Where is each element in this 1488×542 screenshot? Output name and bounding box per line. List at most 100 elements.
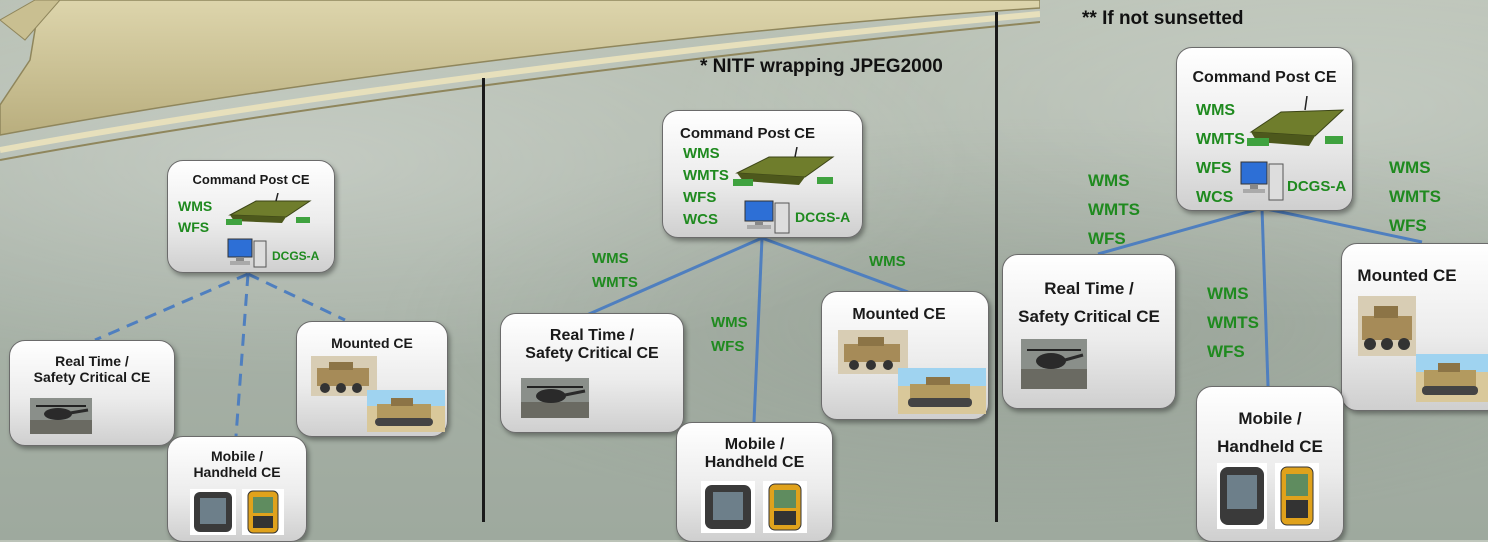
- mobile-line2: Handheld CE: [1217, 437, 1323, 456]
- real-time-line2: Safety Critical CE: [1018, 307, 1160, 326]
- dcgs-label: DCGS-A: [795, 209, 851, 225]
- service-label: WMS: [683, 145, 720, 162]
- link-p2-mobile: [752, 237, 764, 423]
- service-label: WMS: [711, 314, 748, 331]
- service-label: WMS: [1389, 158, 1431, 177]
- panel-divider-2: [995, 12, 998, 522]
- service-label: WFS: [1088, 229, 1126, 248]
- mounted-box[interactable]: Mounted CE: [296, 321, 448, 437]
- header-banner: [0, 0, 1040, 161]
- mobile-title: Mobile / Handheld CE: [1197, 405, 1343, 461]
- service-label: WMS: [592, 250, 629, 267]
- mobile-box[interactable]: Mobile / Handheld CE: [676, 422, 833, 542]
- service-list: WMS WMTS WFS WCS: [1196, 96, 1245, 212]
- tracked-vehicle-photo: [898, 368, 986, 414]
- link-label-mobile: WMS WFS: [711, 311, 748, 359]
- mobile-line1: Mobile /: [724, 436, 785, 453]
- real-time-line1: Real Time /: [1044, 279, 1134, 298]
- mounted-box[interactable]: Mounted CE: [821, 291, 989, 420]
- command-post-box[interactable]: Command Post CE WMS WFS DCGS-A: [167, 160, 335, 273]
- mounted-title: Mounted CE: [852, 306, 946, 323]
- service-label: WFS: [178, 219, 210, 235]
- service-label: WMS: [869, 253, 906, 270]
- link-label-real-time: WMS WMTS: [592, 247, 638, 295]
- mounted-title: Mounted CE: [1357, 266, 1457, 285]
- helicopter-photo: [521, 378, 589, 418]
- mounted-box[interactable]: Mounted CE: [1341, 243, 1488, 411]
- link-label-real-time: WMS WMTS WFS: [1088, 166, 1140, 253]
- service-label: WMTS: [683, 167, 729, 184]
- tracked-vehicle-photo: [1416, 354, 1488, 402]
- computer-icon: [227, 238, 267, 268]
- handheld-device-photo: [242, 489, 284, 535]
- service-label: WMS: [178, 198, 213, 214]
- real-time-title: Real Time / Safety Critical CE: [501, 327, 683, 364]
- real-time-box[interactable]: Real Time / Safety Critical CE: [1002, 254, 1176, 409]
- mobile-line2: Handheld CE: [193, 464, 281, 481]
- service-label: WMS: [1207, 284, 1249, 303]
- service-label: WFS: [1389, 216, 1427, 235]
- link-p1-mounted: [247, 272, 346, 322]
- service-label: WCS: [1196, 189, 1234, 206]
- helicopter-photo: [30, 398, 92, 434]
- handheld-device-photo: [763, 481, 807, 533]
- mobile-line2: Handheld CE: [704, 454, 805, 472]
- link-label-mounted: WMS: [869, 253, 906, 270]
- real-time-title: Real Time / Safety Critical CE: [1003, 275, 1175, 331]
- real-time-line2: Safety Critical CE: [33, 369, 151, 386]
- service-list: WMS WMTS WFS WCS: [683, 143, 729, 231]
- command-post-box[interactable]: Command Post CE WMS WMTS WFS WCS DCGS-A: [662, 110, 863, 238]
- link-p1-realtime: [94, 272, 249, 342]
- command-post-title: Command Post CE: [679, 125, 815, 142]
- service-list: WMS WFS: [178, 196, 212, 238]
- wheeled-vehicle-photo: [1358, 296, 1416, 356]
- service-label: WMTS: [1196, 131, 1245, 148]
- dcgs-label: DCGS-A: [272, 249, 320, 263]
- service-label: WFS: [711, 338, 745, 355]
- service-label: WMTS: [592, 274, 638, 291]
- computer-icon: [1240, 161, 1284, 201]
- computer-icon: [744, 200, 790, 234]
- mobile-title: Mobile / Handheld CE: [677, 436, 832, 473]
- real-time-title: Real Time / Safety Critical CE: [10, 353, 174, 385]
- service-label: WCS: [683, 211, 718, 228]
- command-post-box[interactable]: Command Post CE WMS WMTS WFS WCS DCGS-A: [1176, 47, 1353, 211]
- dcgs-label: DCGS-A: [1287, 178, 1347, 195]
- wheeled-vehicle-photo: [838, 330, 908, 374]
- tablet-device-photo: [1217, 463, 1267, 529]
- mobile-title: Mobile / Handheld CE: [168, 448, 306, 480]
- service-label: WMTS: [1207, 313, 1259, 332]
- tablet-device-photo: [190, 489, 236, 535]
- service-label: WMTS: [1088, 200, 1140, 219]
- mobile-box[interactable]: Mobile / Handheld CE: [1196, 386, 1344, 542]
- mobile-line1: Mobile /: [210, 448, 264, 464]
- wheeled-vehicle-photo: [311, 356, 377, 396]
- command-post-title: Command Post CE: [1192, 69, 1337, 86]
- mobile-box[interactable]: Mobile / Handheld CE: [167, 436, 307, 542]
- service-label: WMTS: [1389, 187, 1441, 206]
- link-p1-mobile: [234, 273, 250, 437]
- real-time-line1: Real Time /: [549, 327, 635, 344]
- command-post-vehicle-icon: [733, 147, 835, 186]
- link-label-mobile: WMS WMTS WFS: [1207, 279, 1259, 366]
- helicopter-photo: [1021, 339, 1087, 389]
- real-time-box[interactable]: Real Time / Safety Critical CE: [500, 313, 684, 433]
- link-label-mounted: WMS WMTS WFS: [1389, 153, 1441, 240]
- tablet-device-photo: [701, 481, 755, 533]
- real-time-line2: Safety Critical CE: [525, 345, 659, 363]
- service-label: WMS: [1196, 102, 1236, 119]
- service-label: WFS: [683, 189, 717, 206]
- handheld-device-photo: [1275, 463, 1319, 529]
- note-nitf: * NITF wrapping JPEG2000: [700, 56, 943, 77]
- mobile-line1: Mobile /: [1238, 409, 1302, 428]
- tracked-vehicle-photo: [367, 390, 445, 432]
- link-p3-mobile: [1260, 207, 1270, 387]
- command-post-vehicle-icon: [1247, 96, 1345, 146]
- service-label: WFS: [1207, 342, 1245, 361]
- command-post-vehicle-icon: [226, 193, 312, 225]
- real-time-box[interactable]: Real Time / Safety Critical CE: [9, 340, 175, 446]
- service-label: WMS: [1088, 171, 1130, 190]
- command-post-title: Command Post CE: [192, 172, 310, 187]
- real-time-line1: Real Time /: [55, 353, 129, 369]
- panel-divider-1: [482, 78, 485, 522]
